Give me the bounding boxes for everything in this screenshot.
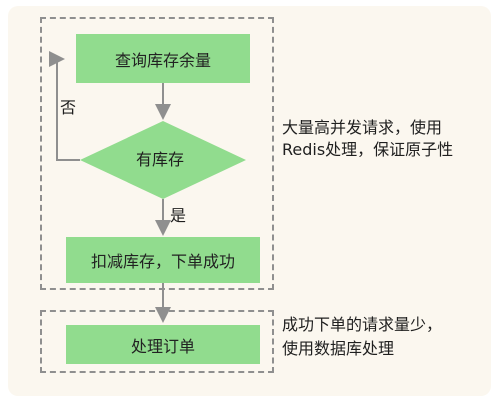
deduct-stock-node: 扣减库存，下单成功 (66, 237, 260, 283)
database-note-line-1: 成功下单的请求量少， (282, 315, 443, 334)
redis-stage-frame (40, 17, 274, 290)
edge-yes-label: 是 (170, 206, 187, 225)
redis-note-line-1: 大量高并发请求，使用 (282, 118, 443, 137)
decision-label: 有库存 (136, 150, 185, 169)
database-note-line-2: 使用数据库处理 (282, 339, 395, 358)
edge-no-label: 否 (60, 98, 77, 117)
query-stock-node: 查询库存余量 (76, 34, 250, 83)
process-order-node: 处理订单 (66, 325, 260, 364)
decision-diamond (80, 121, 246, 199)
redis-note-line-2: Redis处理，保证原子性 (282, 140, 454, 159)
arrow-no-loop (49, 51, 80, 161)
